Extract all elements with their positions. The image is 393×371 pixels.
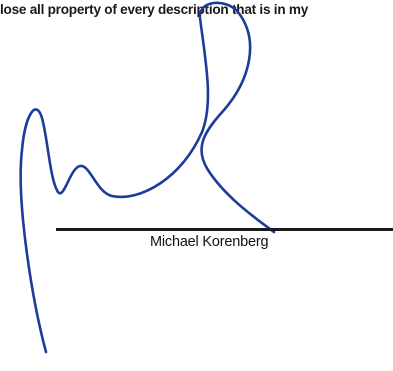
document-body-text: lose all property of every description t…: [0, 2, 309, 17]
signature-stroke: [19, 1, 276, 354]
signature-line: [56, 228, 393, 231]
signer-name: Michael Korenberg: [150, 234, 269, 250]
